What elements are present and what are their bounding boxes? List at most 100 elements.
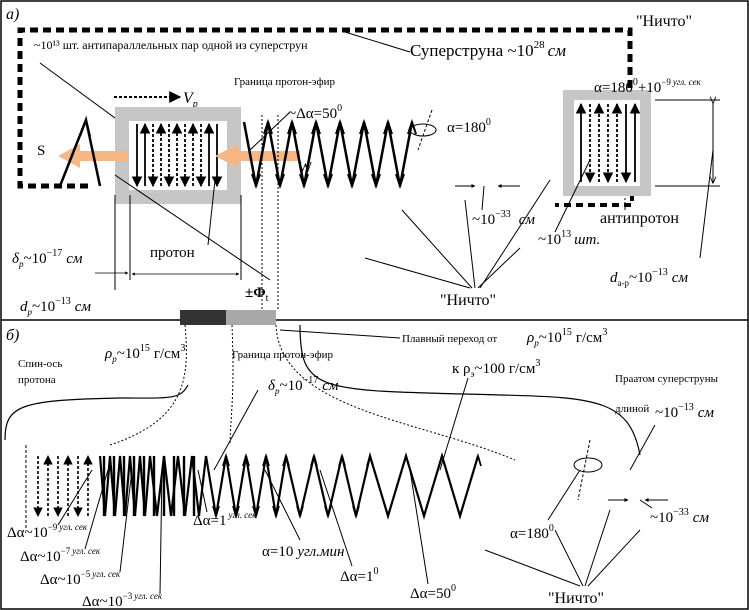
proton-label: протон <box>150 245 195 261</box>
zigzag-tip <box>287 118 297 135</box>
praatom-line-1: Праатом суперструны <box>615 373 719 385</box>
density-bar-light <box>226 310 276 325</box>
antiproton-label: антипротон <box>600 210 679 227</box>
zigzag-tip <box>263 118 273 135</box>
da-5-leader <box>119 469 133 573</box>
antiproton-core <box>574 100 640 186</box>
boundary-label-a: Граница протон-эфир <box>234 76 335 88</box>
antiparallel-pairs-label: ~10¹³ шт. антипараллельных пар одной из … <box>34 38 308 52</box>
thickness-leader <box>481 185 485 211</box>
alpha-180-label-a: α=1800 <box>447 117 491 136</box>
alpha-arc-b <box>573 457 603 473</box>
zigzag-tip <box>383 118 393 135</box>
praatom-line-2: длиной <box>615 403 649 415</box>
vp-label: Vp <box>183 90 198 110</box>
spin-brace-left <box>4 384 189 441</box>
transition-text: Плавный переход от <box>402 333 497 345</box>
proton-core <box>129 121 227 190</box>
superstring-leader <box>344 31 411 53</box>
phi-label: ±Φt <box>245 285 269 304</box>
dotted-guide-right <box>275 324 516 461</box>
zigzag-tip <box>371 173 381 190</box>
superstring-zigzag-b <box>98 451 482 520</box>
zigzag-tip <box>251 173 261 190</box>
s-label: S <box>37 143 45 159</box>
zigzag-left-tip <box>79 116 91 137</box>
da-1deg-leader <box>319 469 353 567</box>
da-50-label: Δα=500 <box>410 583 456 602</box>
alpha-10-leader <box>264 469 301 541</box>
zigzag-tip <box>335 118 345 135</box>
zigzag-tip <box>311 118 321 135</box>
nothing-label-b: "Ничто" <box>548 590 604 607</box>
density-bar-dark <box>180 310 226 325</box>
superstring-loop-tail <box>555 182 634 207</box>
dotted-guide-left <box>109 324 187 446</box>
antiproton-antiparallel-arrows <box>575 102 641 184</box>
orange-arrow-w <box>215 144 300 168</box>
zigzag-tip <box>275 173 285 190</box>
proton-antiparallel-arrows <box>131 122 223 188</box>
zigzag-tip <box>323 173 333 190</box>
praatom-brace <box>299 324 641 456</box>
transition-leader <box>279 329 401 339</box>
compressed-antiparallel-arrows <box>33 455 93 517</box>
da-9-leader <box>57 469 93 526</box>
da-3-leader <box>159 469 163 595</box>
pairs-label-bg <box>30 36 235 66</box>
alpha-axis-b <box>577 439 591 501</box>
praatom-leader <box>629 424 656 471</box>
nothing-rays-b <box>484 509 641 587</box>
panel-a-label: а) <box>6 6 19 23</box>
zigzag-main <box>98 451 480 520</box>
boundary-label-b: Граница протон-эфир <box>232 349 333 361</box>
da-1deg-label: Δα=10 <box>340 566 378 585</box>
zigzag-tip <box>359 118 369 135</box>
nothing-label-a: "Ничто" <box>440 292 496 309</box>
delta-alpha-50-label-a: ~Δα=500 <box>288 103 342 122</box>
nothing-rays-a <box>364 179 551 289</box>
alpha-180-leader-b <box>547 469 581 521</box>
thickness-leader-b <box>639 499 653 509</box>
da-7-leader <box>84 469 109 550</box>
boundary-leader-b <box>213 389 259 471</box>
phi-leader <box>114 174 271 281</box>
superstring-zigzag-a <box>58 115 417 190</box>
zigzag-tip <box>347 173 357 190</box>
alpha-180-label-b: α=1800 <box>510 523 554 542</box>
panel-b-label: б) <box>6 327 19 344</box>
zigzag-tip <box>395 173 405 190</box>
superstring-loop <box>17 27 633 189</box>
zigzag-tip <box>299 173 309 190</box>
proton-leader <box>207 179 216 246</box>
count-leader <box>554 159 591 233</box>
da-50-leader <box>409 469 429 585</box>
nothing-label-top: "Ничто" <box>636 13 692 30</box>
alpha-axis-a <box>417 109 433 151</box>
dotted-guide-mid <box>229 324 234 446</box>
transition-to: к ρэ~100 г/см3 <box>452 358 540 379</box>
transition-to-leader <box>439 377 469 471</box>
da-1-leader <box>197 469 208 513</box>
